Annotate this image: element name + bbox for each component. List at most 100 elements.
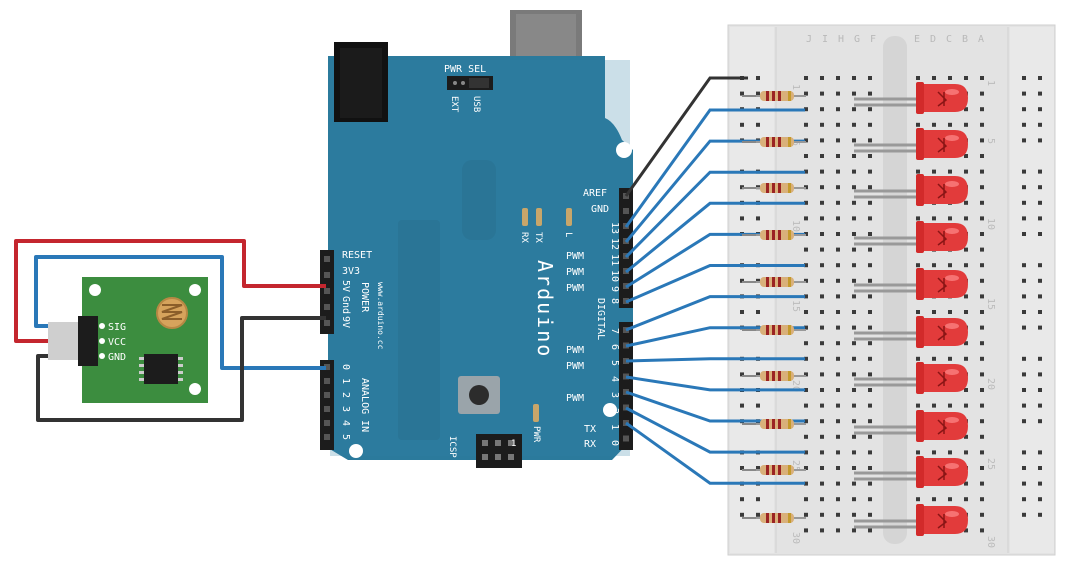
resistor-band (778, 277, 781, 287)
breadboard-hole (852, 341, 856, 346)
led-highlight (945, 369, 959, 375)
breadboard-hole (932, 76, 936, 80)
digital-pin-label: 8 (609, 298, 620, 304)
breadboard-rail-hole (740, 512, 744, 517)
breadboard-hole (932, 450, 936, 455)
breadboard-hole (868, 263, 872, 268)
pwm-label: PWM (566, 361, 584, 372)
led-rim (916, 221, 924, 253)
resistor-band (766, 183, 769, 193)
wire-digital-to-led (625, 264, 805, 304)
wire-digital-to-led (625, 201, 805, 274)
row-number: 30 (790, 532, 801, 544)
breadboard-hole (804, 325, 808, 330)
breadboard-hole (852, 107, 856, 112)
breadboard-rail-hole (1038, 263, 1042, 268)
sensor-vcc-label: VCC (108, 337, 126, 348)
row-number: 25 (790, 460, 801, 472)
breadboard-hole (852, 138, 856, 143)
breadboard-rail-hole (1038, 294, 1042, 299)
breadboard-hole (868, 419, 872, 424)
breadboard-hole (868, 91, 872, 96)
breadboard-hole (836, 466, 840, 470)
breadboard-rail-hole (1022, 232, 1026, 236)
breadboard-hole (852, 247, 856, 252)
resistor-band (772, 513, 775, 523)
breadboard-hole (868, 512, 872, 517)
power-pin (324, 320, 330, 326)
led-highlight (945, 511, 959, 517)
breadboard-rail-hole (1038, 91, 1042, 96)
breadboard-hole (852, 528, 856, 533)
breadboard-hole (980, 341, 984, 346)
breadboard-hole (852, 403, 856, 408)
breadboard-rail-hole (740, 403, 744, 408)
breadboard-hole (852, 466, 856, 470)
breadboard-hole (980, 481, 984, 486)
breadboard-hole (852, 232, 856, 236)
digital-header-lower (619, 322, 633, 450)
breadboard-hole (804, 450, 808, 455)
breadboard-hole (820, 419, 824, 424)
breadboard-hole (916, 263, 920, 268)
sensor-pin-header (78, 316, 98, 366)
breadboard-hole (820, 403, 824, 408)
col-letter: B (962, 34, 968, 45)
mounting-hole (603, 403, 617, 417)
breadboard-rail-hole (756, 512, 760, 517)
resistor-band (788, 513, 791, 523)
breadboard-hole (820, 481, 824, 486)
breadboard-hole (932, 122, 936, 127)
breadboard-hole (852, 512, 856, 517)
breadboard-hole (964, 481, 968, 486)
arduino-board: PWR SEL EXT USB RESET 3V3 5V Gnd 9V POWE… (320, 10, 633, 468)
breadboard-hole (820, 200, 824, 205)
led-internal (937, 91, 948, 107)
breadboard-hole (932, 403, 936, 408)
led-highlight (945, 417, 959, 423)
resistor-band (766, 277, 769, 287)
resistor-band (778, 230, 781, 240)
breadboard-hole (804, 294, 808, 299)
breadboard-hole (820, 497, 824, 502)
pwm-label: PWM (566, 283, 584, 294)
breadboard-hole (964, 341, 968, 346)
breadboard-rail-hole (1038, 466, 1042, 470)
digital-pin (623, 373, 629, 380)
resistor-band (788, 419, 791, 429)
breadboard-hole (948, 450, 952, 455)
resistor-band (766, 513, 769, 523)
resistor-band (766, 91, 769, 101)
breadboard-rail-hole (1038, 403, 1042, 408)
resistor-band (766, 230, 769, 240)
breadboard-rail-hole (1038, 481, 1042, 486)
breadboard-hole (932, 263, 936, 268)
breadboard-rail-hole (1038, 310, 1042, 314)
breadboard-hole (804, 247, 808, 252)
resistor-band (788, 371, 791, 381)
led-rim (916, 362, 924, 394)
resistor-band (788, 277, 791, 287)
breadboard-rail-hole (1022, 466, 1026, 470)
breadboard-hole (820, 450, 824, 455)
breadboard-rail-hole (1022, 388, 1026, 392)
pwr-led-label: PWR (531, 426, 541, 443)
breadboard-hole (868, 107, 872, 112)
col-letter: G (854, 34, 860, 45)
breadboard-hole (868, 497, 872, 502)
breadboard-rail-hole (1038, 419, 1042, 424)
breadboard-hole (868, 154, 872, 158)
resistor-band (778, 137, 781, 147)
breadboard-hole (836, 403, 840, 408)
digital-pin-label: 9 (609, 286, 620, 292)
breadboard-hole (980, 325, 984, 330)
resistor-band (778, 183, 781, 193)
breadboard-hole (868, 528, 872, 533)
mounting-hole (616, 142, 632, 158)
crystal-outline (462, 160, 496, 240)
breadboard-hole (980, 372, 984, 377)
breadboard-hole (868, 76, 872, 80)
resistor-band (766, 465, 769, 475)
breadboard-hole (980, 512, 984, 517)
